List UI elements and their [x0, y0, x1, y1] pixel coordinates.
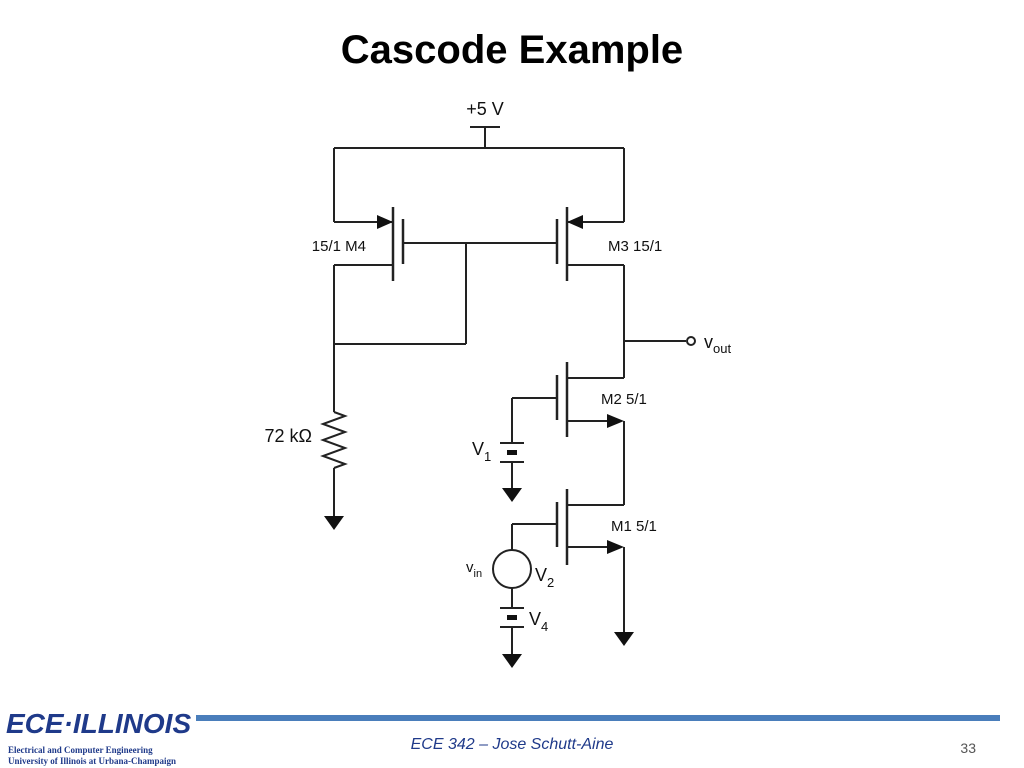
m4-label: 15/1 M4 — [312, 238, 366, 255]
m3-label: M3 15/1 — [608, 238, 662, 255]
ece-illinois-logo: ECE·ILLINOIS Electrical and Computer Eng… — [6, 708, 196, 768]
v4-plate-short — [507, 615, 517, 620]
ground-symbol-v4 — [502, 654, 522, 668]
page-number: 33 — [960, 740, 976, 756]
vout-terminal — [686, 336, 696, 346]
vin-label: vin — [466, 559, 482, 580]
slide-title: Cascode Example — [340, 28, 684, 72]
m4-source-arrow — [377, 215, 393, 229]
vin-source — [492, 549, 532, 589]
cascode-circuit-diagram: +5 V 15/1 M4 M3 15/1 72 kΩ vout M2 5/1 V… — [265, 99, 731, 668]
logo-line-1: Electrical and Computer Engineering — [8, 745, 153, 755]
logo-line-2: University of Illinois at Urbana-Champai… — [8, 756, 177, 766]
logo-wordmark: ECE·ILLINOIS — [6, 708, 192, 739]
m1-label: M1 5/1 — [611, 518, 657, 535]
resistor-72k — [320, 411, 348, 469]
ground-symbol-m1 — [614, 632, 634, 646]
v4-label: V4 — [529, 609, 548, 634]
ground-symbol-v1 — [502, 488, 522, 502]
v2-label: V2 — [535, 565, 554, 590]
vout-label: vout — [704, 332, 731, 356]
ground-symbol-resistor — [324, 516, 344, 530]
supply-label: +5 V — [466, 99, 504, 119]
v1-plate-short — [507, 450, 517, 455]
footer-accent-bar — [196, 715, 1000, 721]
v1-label: V1 — [472, 439, 491, 464]
m2-source-arrow — [607, 414, 624, 428]
footer-course: ECE 342 – Jose Schutt-Aine — [410, 736, 614, 753]
m3-source-arrow — [567, 215, 583, 229]
m1-source-arrow — [607, 540, 624, 554]
resistor-label: 72 kΩ — [265, 426, 312, 446]
m2-label: M2 5/1 — [601, 391, 647, 408]
